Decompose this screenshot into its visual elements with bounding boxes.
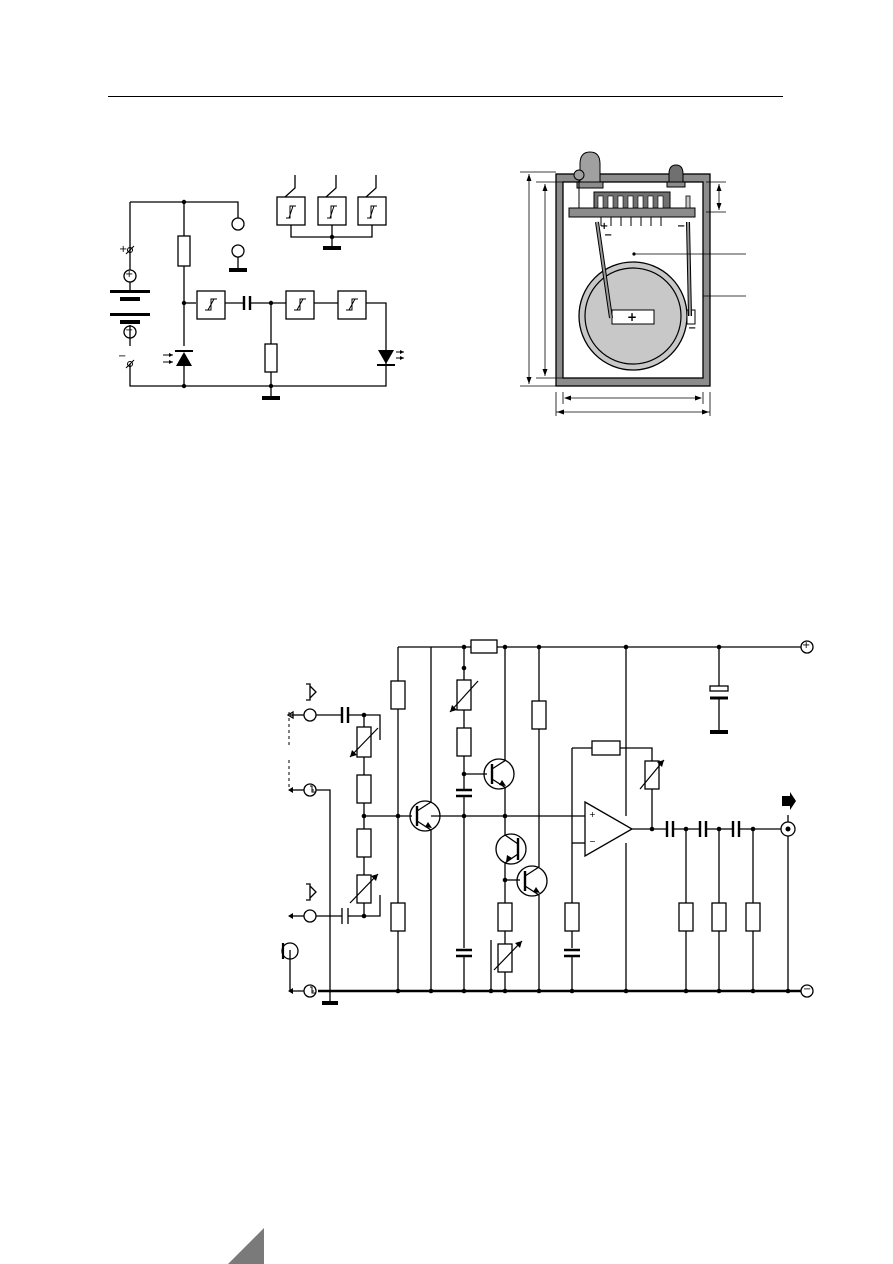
battery-plus-sign: + [119, 244, 128, 255]
board-minus-mark-right: − [677, 221, 686, 232]
opamp-minus-input: − [589, 837, 596, 846]
board-plus-mark: + [600, 221, 609, 232]
battery-minus-symbol: − [125, 325, 134, 336]
supply-plus-terminal: + [802, 640, 811, 651]
board-minus-mark-left: − [604, 230, 613, 241]
battery-minus-sign: − [118, 351, 127, 362]
battery-plus-symbol: + [125, 269, 134, 280]
supply-minus-terminal: − [803, 984, 812, 995]
page-corner-marker [228, 1228, 264, 1264]
battery-plus-mark: + [627, 310, 638, 324]
opamp-plus-input: + [589, 810, 596, 819]
battery-minus-mark: − [688, 323, 697, 334]
header-rule [108, 96, 783, 97]
